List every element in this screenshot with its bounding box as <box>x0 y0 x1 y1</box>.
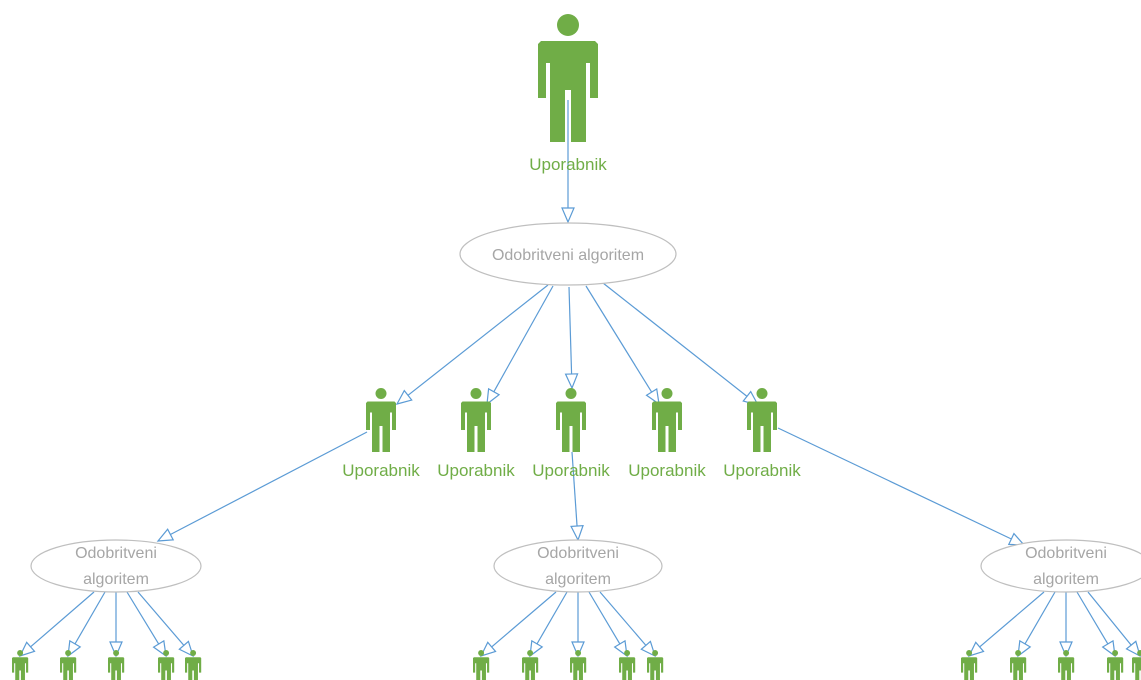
main-algorithm-label: Odobritveni algoritem <box>492 247 644 264</box>
user-node[interactable]: Uporabnik <box>628 388 706 480</box>
user-label: Uporabnik <box>628 461 706 480</box>
person-icon <box>461 388 491 452</box>
connector-arrow <box>777 427 1026 546</box>
sub-algorithm-label-line2: algoritem <box>545 571 611 588</box>
person-icon[interactable] <box>570 650 587 680</box>
user-label: Uporabnik <box>437 461 515 480</box>
connector-arrow <box>486 285 554 406</box>
connector-arrow <box>571 592 585 658</box>
user-label: Uporabnik <box>532 461 610 480</box>
user-label: Uporabnik <box>723 461 801 480</box>
person-icon[interactable] <box>185 650 202 680</box>
connector-arrow <box>479 591 557 657</box>
person-icon[interactable] <box>1058 650 1075 680</box>
person-icon[interactable] <box>522 650 539 680</box>
connector-arrow <box>126 591 167 658</box>
person-icon[interactable] <box>158 650 175 680</box>
connector-arrow <box>1076 591 1116 658</box>
sub-algorithm-label-line2: algoritem <box>83 571 149 588</box>
user-node[interactable]: Uporabnik <box>437 388 515 480</box>
sub-algorithm-label-line1: Odobritveni <box>1025 545 1107 562</box>
connector-arrow <box>529 591 568 658</box>
sub-algorithm-label-line2: algoritem <box>1033 571 1099 588</box>
connector-arrow <box>137 591 194 658</box>
connector-arrow <box>599 591 656 658</box>
sub-algorithm-label-line1: Odobritveni <box>537 545 619 562</box>
connector-arrow <box>585 285 660 406</box>
connector-arrow <box>967 591 1045 657</box>
root-user[interactable]: Uporabnik <box>529 14 607 174</box>
connector-arrow <box>1087 591 1141 658</box>
person-icon <box>366 388 396 452</box>
sub-approval-algorithm[interactable]: Odobritveni algoritem <box>980 539 1141 593</box>
connector-arrow <box>570 451 584 542</box>
user-node[interactable]: Uporabnik <box>532 388 610 480</box>
connector-arrow <box>109 592 123 658</box>
connector-arrow <box>602 282 760 406</box>
connector-arrow <box>1017 591 1056 658</box>
person-icon[interactable] <box>1010 650 1027 680</box>
root-user-label: Uporabnik <box>529 155 607 174</box>
person-icon[interactable] <box>1107 650 1124 680</box>
connector-arrow <box>395 284 549 405</box>
sub-algorithm-label-line1: Odobritveni <box>75 545 157 562</box>
person-icon[interactable] <box>619 650 636 680</box>
user-node[interactable]: Uporabnik <box>723 388 801 480</box>
main-approval-algorithm[interactable]: Odobritveni algoritem <box>459 222 677 286</box>
connectors <box>18 100 1141 658</box>
person-icon[interactable] <box>108 650 125 680</box>
user-label: Uporabnik <box>342 461 420 480</box>
connector-arrow <box>588 591 628 658</box>
sub-approval-algorithm[interactable]: Odobritveni algoritem <box>493 539 663 593</box>
connector-arrow <box>67 591 106 658</box>
connector-arrow <box>1059 592 1073 658</box>
user-node[interactable]: Uporabnik <box>342 388 420 480</box>
connector-arrow <box>564 286 579 390</box>
connector-arrow <box>561 100 575 224</box>
connector-arrow <box>18 591 95 657</box>
person-icon <box>556 388 586 452</box>
sub-approval-algorithm[interactable]: Odobritveni algoritem <box>30 539 202 593</box>
connector-arrow <box>156 431 368 542</box>
person-icon[interactable] <box>647 650 664 680</box>
person-icon[interactable] <box>60 650 77 680</box>
